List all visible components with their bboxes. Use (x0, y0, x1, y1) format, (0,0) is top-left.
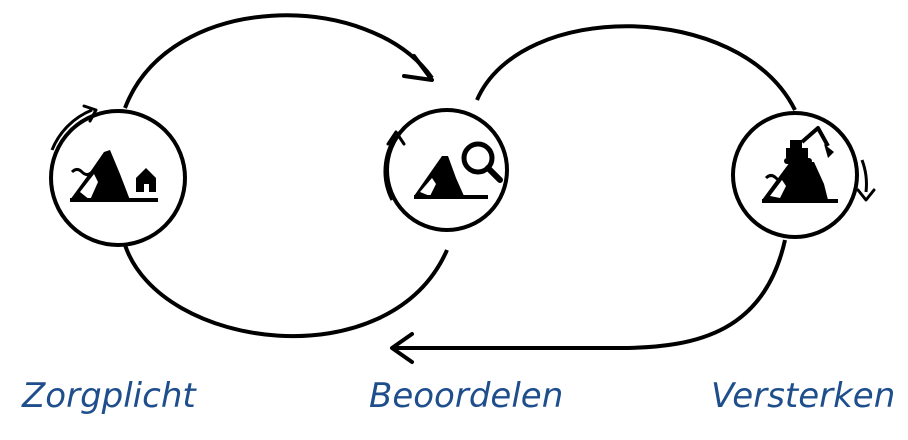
stage-beoordelen (383, 108, 509, 232)
stage-label-zorgplicht: Zorgplicht (21, 376, 197, 416)
beoordelen-cycle-arrow-icon (383, 135, 398, 201)
right-loop-bottom-arrow-icon (390, 332, 414, 364)
dike-excavator-icon (762, 126, 838, 203)
right-loop-bottom-arc (393, 239, 787, 350)
stage-label-versterken: Versterken (711, 376, 895, 416)
stage-zorgplicht (49, 104, 187, 247)
dike-magnifier-icon (414, 141, 503, 199)
left-loop-top-arc (123, 13, 434, 109)
right-loop-top-arc (475, 24, 797, 111)
left-loop-top-arrow-icon (402, 54, 434, 82)
stage-label-beoordelen: Beoordelen (369, 376, 563, 416)
versterken-cycle-arrow-icon (860, 159, 868, 193)
stage-versterken (731, 111, 876, 239)
zorgplicht-cycle-arrow-icon (50, 108, 93, 151)
left-loop (123, 13, 449, 339)
dike-with-house-icon (70, 150, 158, 202)
right-loop (390, 24, 797, 364)
left-loop-bottom-arc (123, 244, 449, 339)
